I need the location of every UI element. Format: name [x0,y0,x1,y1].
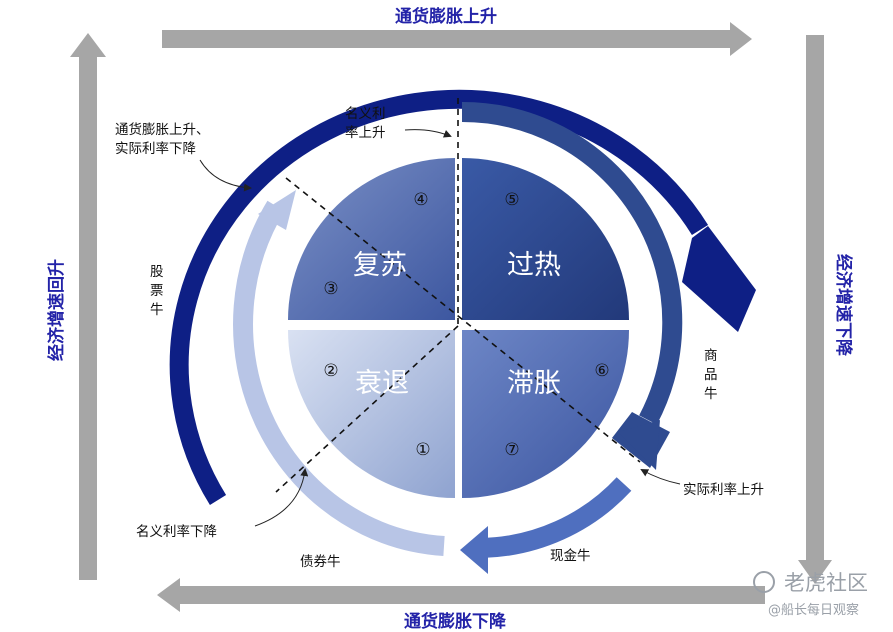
stage-number-5: ⑤ [504,190,519,210]
stage-number-2: ② [323,361,338,381]
phase-overheat-label: 过热 [507,250,561,281]
recession-quadrant [288,330,455,498]
stage-number-7: ⑦ [504,440,519,460]
stagflation-quadrant [462,330,629,498]
stage-number-6: ⑥ [594,361,609,381]
dashed-guides [275,98,641,493]
outer-cycle-arrow [169,89,756,505]
left-arrow [70,33,106,580]
stock-bull-char2: 票 [150,283,164,299]
bottom-edge-label: 通货膨胀下降 [404,611,507,632]
note-real-rate-up: 实际利率上升 [683,481,764,498]
stage-number-4: ④ [413,190,428,210]
commodity-bull-char1: 商 [704,348,718,364]
phase-disc [288,158,629,498]
stage-number-1: ① [415,440,430,460]
annotations: 通货膨胀上升、 实际利率下降 名义利 率上升 实际利率上升 名义利率下降 [115,106,764,540]
stock-bull-char1: 股 [150,264,164,280]
note-inflation-up-line1: 通货膨胀上升、 [115,121,210,138]
phase-recovery-label: 复苏 [353,250,407,281]
top-edge-label: 通货膨胀上升 [395,6,497,27]
bull-labels: 股 票 牛 商 品 牛 现金牛 债券牛 [150,264,718,570]
recovery-quadrant [288,158,455,320]
bond-bull-label: 债券牛 [300,554,341,570]
bond-arc-arrow [233,190,445,556]
note-nominal-up-line2: 率上升 [345,124,386,141]
commodity-bull-char3: 牛 [704,386,718,402]
right-edge-label: 经济增速下降 [833,254,854,357]
watermark-author: @船长每日观察 [768,602,859,618]
phase-recession-label: 衰退 [355,368,409,399]
stage-numbers: ① ② ③ ④ ⑤ ⑥ ⑦ [323,190,609,460]
watermark: 老虎社区 @船长每日观察 [753,571,868,618]
phase-stagflation-label: 滞胀 [507,368,561,399]
watermark-brand: 老虎社区 [784,571,868,595]
left-edge-label: 经济增速回升 [46,259,67,361]
note-inflation-up-line2: 实际利率下降 [115,140,196,157]
tiger-logo-icon [753,571,775,593]
cash-arc-arrow [460,477,632,574]
cash-bull-label: 现金牛 [550,548,591,564]
bottom-arrow [157,578,765,612]
note-nominal-up-line1: 名义利 [345,106,386,122]
note-nominal-rate-down: 名义利率下降 [136,523,217,540]
frame-arrows [70,22,832,612]
overheat-arc-arrow [461,101,683,470]
right-arrow [798,35,832,584]
stage-number-3: ③ [323,279,338,299]
overheat-quadrant [462,158,629,320]
top-arrow [162,22,752,56]
stock-bull-char3: 牛 [150,302,164,318]
commodity-bull-char2: 品 [704,367,718,383]
